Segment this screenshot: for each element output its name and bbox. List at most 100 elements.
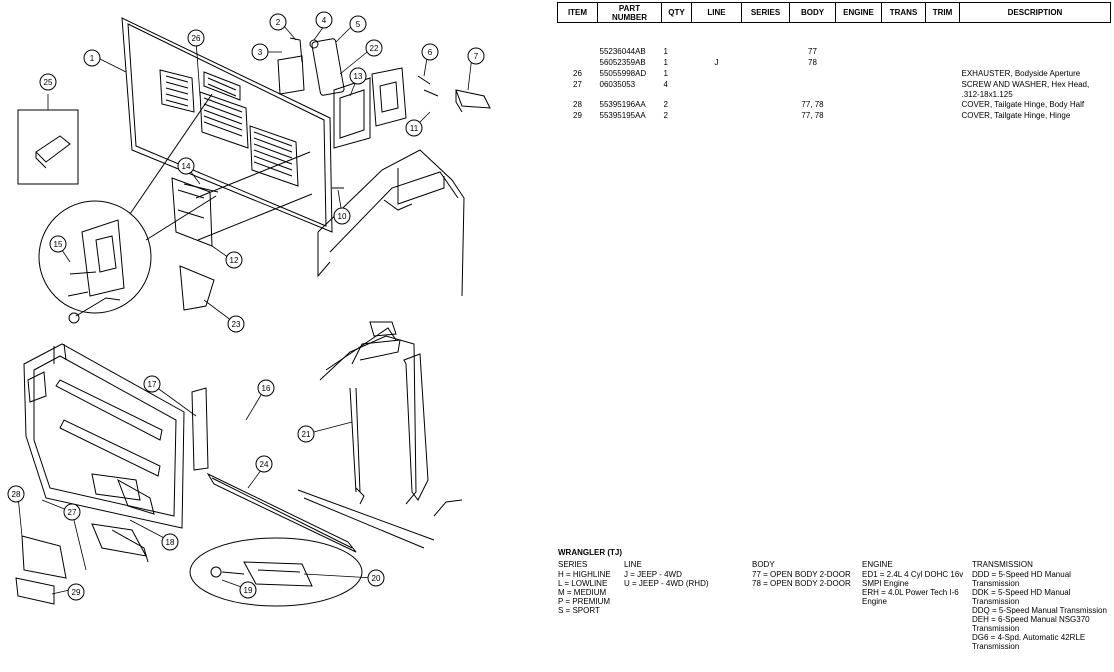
inset-box-drawing: [17, 109, 79, 185]
svg-text:23: 23: [232, 320, 241, 329]
legend-engine-header: ENGINE: [862, 560, 893, 569]
legend-item: U = JEEP - 4WD (RHD): [624, 579, 709, 588]
svg-text:12: 12: [230, 256, 239, 265]
oval-detail-drawing: [189, 537, 363, 607]
callout-7: 7: [467, 47, 485, 65]
callout-6: 6: [421, 43, 439, 61]
callout-28: 28: [7, 485, 25, 503]
callout-22: 22: [365, 39, 383, 57]
svg-text:19: 19: [244, 586, 253, 595]
callout-12: 12: [225, 251, 243, 269]
legend-body-header: BODY: [752, 560, 775, 569]
vehicle-body-top-drawing: [317, 149, 465, 297]
svg-text:6: 6: [428, 48, 433, 57]
table-row: 56052359AB 1 J 78: [599, 58, 817, 67]
legend-item: ERH = 4.0L Power Tech I-6 Engine: [862, 588, 959, 606]
svg-text:22: 22: [370, 44, 379, 53]
svg-text:10: 10: [338, 212, 347, 221]
legend-item: DDK = 5-Speed HD Manual Transmission: [972, 588, 1071, 606]
table-row: 28 55395196AA 2 77, 78 COVER, Tailgate H…: [573, 100, 1085, 109]
svg-text:18: 18: [166, 538, 175, 547]
legend-item: S = SPORT: [558, 606, 600, 615]
col-header-description: DESCRIPTION: [959, 2, 1111, 23]
callout-11: 11: [405, 119, 423, 137]
svg-text:5: 5: [356, 20, 361, 29]
callout-13: 13: [349, 67, 367, 85]
callout-5: 5: [349, 15, 367, 33]
legend-item: M = MEDIUM: [558, 588, 607, 597]
legend-item: DEH = 6-Speed Manual NSG370 Transmission: [972, 615, 1090, 633]
legend-engine: ENGINE ED1 = 2.4L 4 Cyl DOHC 16v SMPI En…: [862, 560, 970, 606]
svg-text:3: 3: [258, 48, 263, 57]
callout-24: 24: [255, 455, 273, 473]
callout-23: 23: [227, 315, 245, 333]
cover-23-drawing: [179, 265, 215, 311]
leader-lines: [17, 25, 473, 595]
callout-1: 1: [83, 49, 101, 67]
legend-item: DDD = 5-Speed HD Manual Transmission: [972, 570, 1071, 588]
table-header-row: ITEM PART NUMBER QTY LINE SERIES BODY EN…: [557, 2, 1111, 23]
col-header-engine: ENGINE: [835, 2, 882, 23]
legend-title: WRANGLER (TJ): [558, 548, 622, 557]
col-header-part-number: PART NUMBER: [597, 2, 662, 23]
svg-text:7: 7: [474, 52, 479, 61]
svg-text:25: 25: [44, 78, 53, 87]
col-header-line: LINE: [691, 2, 742, 23]
legend-item: ED1 = 2.4L 4 Cyl DOHC 16v SMPI Engine: [862, 570, 964, 588]
legend-series: SERIES H = HIGHLINE L = LOWLINE M = MEDI…: [558, 560, 622, 615]
legend-item: 77 = OPEN BODY 2-DOOR: [752, 570, 851, 579]
callout-14: 14: [177, 157, 195, 175]
legend-line-header: LINE: [624, 560, 642, 569]
code-legend: WRANGLER (TJ) SERIES H = HIGHLINE L = LO…: [557, 548, 1112, 672]
legend-series-header: SERIES: [558, 560, 588, 569]
lower-hinges-drawing: [15, 472, 357, 605]
table-row: 27 06035053 4 SCREW AND WASHER, Hex Head…: [573, 80, 1090, 99]
svg-text:24: 24: [260, 460, 269, 469]
col-header-qty: QTY: [661, 2, 692, 23]
col-header-series: SERIES: [741, 2, 790, 23]
legend-transmission-header: TRANSMISSION: [972, 560, 1033, 569]
tailgate-drawing: [23, 343, 209, 529]
callout-20: 20: [367, 569, 385, 587]
table-row: 55236044AB 1 77: [599, 47, 817, 56]
col-header-item: ITEM: [557, 2, 598, 23]
small-parts-top-drawing: [183, 37, 491, 193]
svg-text:11: 11: [410, 124, 419, 133]
callout-2: 2: [269, 13, 287, 31]
legend-item: 78 = OPEN BODY 2-DOOR: [752, 579, 851, 588]
legend-item: P = PREMIUM: [558, 597, 611, 606]
col-header-body: BODY: [789, 2, 836, 23]
col-header-trans: TRANS: [881, 2, 926, 23]
callout-19: 19: [239, 581, 257, 599]
table-row: 29 55395195AA 2 77, 78 COVER, Tailgate H…: [573, 111, 1071, 120]
legend-body: BODY 77 = OPEN BODY 2-DOOR 78 = OPEN BOD…: [752, 560, 858, 588]
callout-18: 18: [161, 533, 179, 551]
svg-text:29: 29: [72, 588, 81, 597]
legend-line: LINE J = JEEP - 4WD U = JEEP - 4WD (RHD): [624, 560, 746, 588]
legend-item: H = HIGHLINE: [558, 570, 611, 579]
vehicle-body-bottom-drawing: [297, 321, 463, 549]
svg-text:4: 4: [322, 16, 327, 25]
callout-10: 10: [333, 207, 351, 225]
callout-17: 17: [143, 375, 161, 393]
legend-item: DDQ = 5-Speed Manual Transmission: [972, 606, 1107, 615]
table-spacer: [558, 23, 1111, 48]
callout-16: 16: [257, 379, 275, 397]
svg-text:15: 15: [54, 240, 63, 249]
parts-table: ITEM PART NUMBER QTY LINE SERIES BODY EN…: [557, 2, 1111, 122]
callout-21: 21: [297, 425, 315, 443]
svg-text:2: 2: [276, 18, 281, 27]
zoom-detail-circle: [38, 93, 217, 324]
callout-25: 25: [39, 73, 57, 91]
svg-text:20: 20: [372, 574, 381, 583]
callout-15: 15: [49, 235, 67, 253]
svg-text:17: 17: [148, 380, 157, 389]
legend-item: L = LOWLINE: [558, 579, 608, 588]
svg-text:14: 14: [182, 162, 191, 171]
callout-4: 4: [315, 11, 333, 29]
legend-item: J = JEEP - 4WD: [624, 570, 682, 579]
svg-text:21: 21: [302, 430, 311, 439]
callout-27: 27: [63, 503, 81, 521]
svg-text:13: 13: [354, 72, 363, 81]
svg-text:26: 26: [192, 34, 201, 43]
